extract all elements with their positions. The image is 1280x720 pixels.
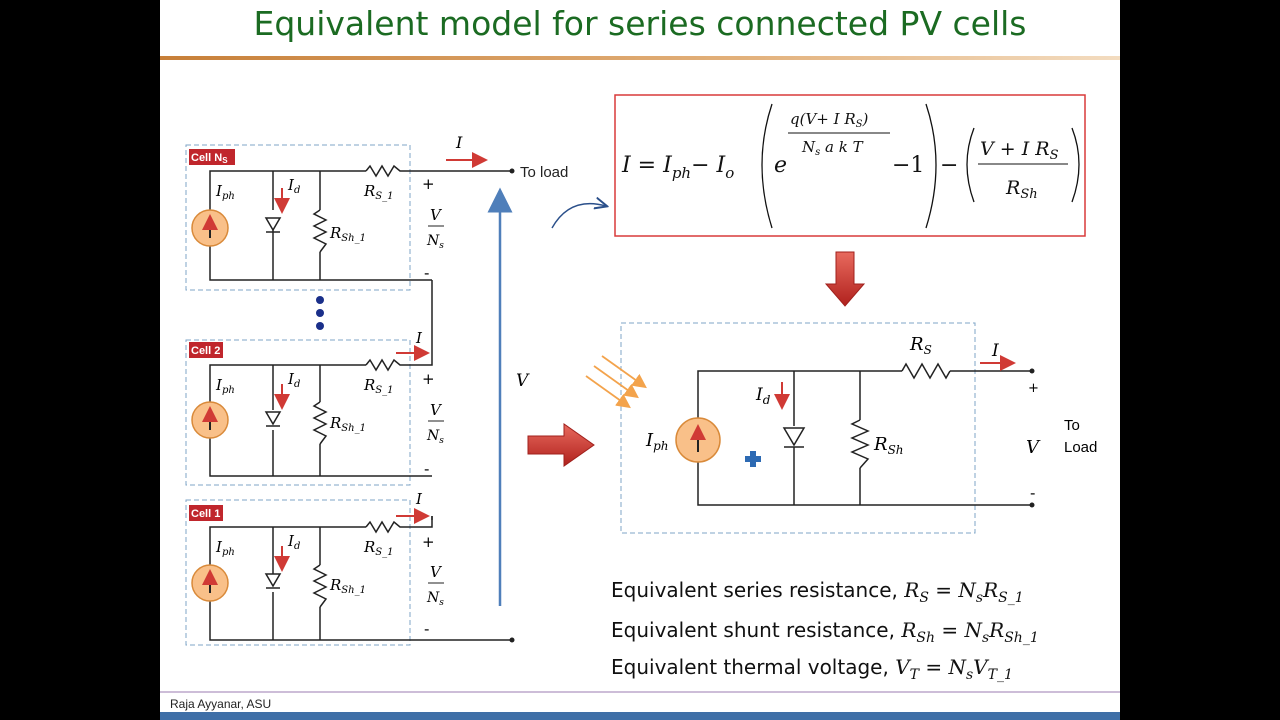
- title-divider: [160, 56, 1120, 60]
- id-label: Id: [287, 532, 300, 552]
- rs-label: RS_1: [363, 376, 394, 396]
- v-den: Ns: [426, 233, 444, 251]
- equivalent-series-line: Equivalent series resistance, RS = NsRS_…: [611, 578, 1024, 606]
- rs-label: RS: [909, 334, 932, 357]
- cell-1: Cell 1 I Iph Id RS_1 RSh_1 + - V Ns: [185, 490, 512, 646]
- light-rays-icon: [585, 355, 647, 409]
- plus-sign: +: [422, 533, 435, 551]
- cell-tag-label: Cell 2: [191, 345, 220, 357]
- iph-label: Iph: [645, 430, 669, 453]
- footer-author: Raja Ayyanar, ASU: [170, 697, 272, 711]
- rsh-label: RSh_1: [329, 224, 366, 244]
- rsh-label: RSh_1: [329, 414, 366, 434]
- to-load-label: To load: [520, 164, 568, 181]
- equivalent-thermal-line: Equivalent thermal voltage, VT = NsVT_1: [611, 655, 1013, 683]
- cell-tag: [189, 505, 223, 521]
- shunt-resistor: [850, 419, 870, 469]
- total-voltage-label: V: [516, 371, 530, 391]
- slide-title: Equivalent model for series connected PV…: [253, 4, 1027, 43]
- exp-num: q(V+ I RS): [790, 110, 868, 130]
- cell-tag: [189, 149, 235, 165]
- plus-sign: +: [1028, 381, 1039, 396]
- eq-e: e: [774, 153, 787, 178]
- exp-den: Ns a k T: [801, 138, 864, 158]
- cell-tag-label: Cell 1: [191, 508, 220, 520]
- minus-sign: -: [424, 620, 429, 638]
- current-label: I: [415, 490, 423, 508]
- cell-box: [185, 499, 411, 646]
- v-num: V: [430, 563, 443, 581]
- series-resistor: [365, 516, 433, 534]
- iph-label: Iph: [215, 538, 235, 558]
- cell-tag: [189, 342, 223, 358]
- cell-box: [185, 144, 411, 291]
- equivalent-box: [620, 322, 976, 534]
- rsh-label: RSh: [873, 434, 904, 457]
- cell-tag-label: Cell NS: [191, 152, 228, 165]
- minus-sign: -: [424, 264, 429, 282]
- diode-icon: [264, 217, 282, 232]
- cell-ns: Cell NS Iph Id RS_1 RSh_1 + - V Ns: [185, 144, 514, 291]
- curved-pointer-arrow: [551, 204, 606, 229]
- iph-label: Iph: [215, 376, 235, 396]
- diode-icon: [264, 411, 282, 426]
- v-den: Ns: [426, 590, 444, 608]
- cell-wires: [209, 170, 432, 281]
- id-label: Id: [287, 370, 300, 390]
- v-label: V: [1026, 437, 1041, 458]
- cell-2: Cell 2 I Iph Id RS_1 RSh_1 + - V Ns: [185, 329, 444, 486]
- down-arrow: [824, 251, 866, 307]
- slide: Equivalent model for series connected PV…: [160, 0, 1120, 712]
- id-label: Id: [287, 176, 300, 196]
- equivalent-shunt-line: Equivalent shunt resistance, RSh = NsRSh…: [611, 618, 1039, 646]
- equation: I = Iph− Io e q(V+ I RS) Ns a k T −1 − V…: [621, 103, 1080, 229]
- iph-label: Iph: [215, 182, 235, 202]
- eq-lhs: I = Iph− Io: [621, 153, 734, 182]
- plus-sign: +: [422, 370, 435, 388]
- diode-icon: [782, 427, 806, 447]
- plus-sign: +: [422, 175, 435, 193]
- v-num: V: [430, 401, 443, 419]
- id-label: Id: [755, 385, 771, 407]
- diagram-canvas: Cell NS Iph Id RS_1 RSh_1 + - V Ns I To …: [160, 94, 1120, 693]
- to-label: To: [1064, 417, 1080, 434]
- rsh-label: RSh_1: [329, 576, 366, 596]
- eq-minus: −: [940, 153, 958, 178]
- equivalent-circuit: RS I Id Iph RSh + - V To Load: [585, 322, 1097, 534]
- minus-sign: -: [424, 460, 429, 478]
- series-resistor: [901, 362, 951, 380]
- shunt-resistor: [312, 209, 328, 253]
- rs-label: RS_1: [363, 182, 394, 202]
- frac-num: V + I RS: [980, 138, 1059, 163]
- minus-sign: -: [1030, 484, 1035, 502]
- series-resistor: [365, 355, 433, 372]
- v-den: Ns: [426, 428, 444, 446]
- v-num: V: [430, 206, 443, 224]
- eq-minus-one: −1: [892, 153, 924, 178]
- top-current-label: I: [455, 133, 463, 152]
- series-resistor: [365, 164, 514, 178]
- frac-den: RSh: [1005, 177, 1038, 202]
- equivalents-list: Equivalent series resistance, RS = NsRS_…: [611, 578, 1039, 683]
- rs-label: RS_1: [363, 538, 394, 558]
- shunt-resistor: [312, 401, 328, 445]
- equation-box: [614, 94, 1086, 237]
- cell-box: [185, 339, 411, 486]
- right-arrow: [527, 423, 595, 467]
- load-label: Load: [1064, 439, 1097, 456]
- current-label: I: [415, 329, 423, 347]
- diode-icon: [264, 573, 282, 588]
- shunt-resistor: [312, 564, 328, 608]
- taskbar[interactable]: [160, 712, 1120, 720]
- current-label: I: [991, 341, 999, 361]
